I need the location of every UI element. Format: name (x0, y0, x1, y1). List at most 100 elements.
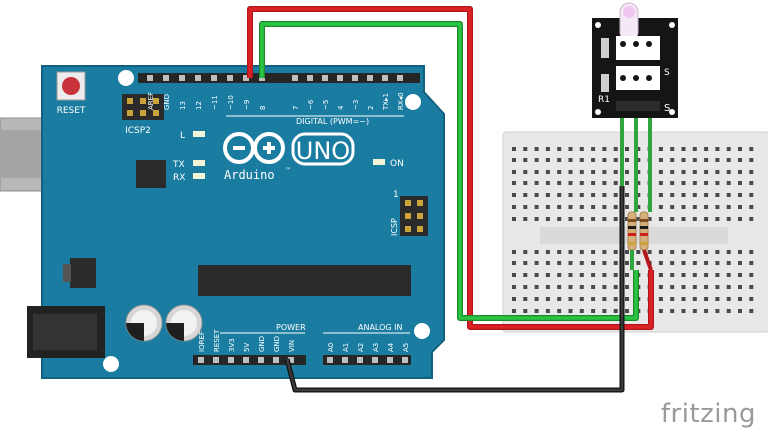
resistor (639, 211, 649, 251)
breadboard-hole (704, 309, 709, 313)
power-pin-label: VIN (288, 340, 296, 352)
microcontroller-chip (198, 265, 411, 296)
reset-label: RESET (57, 106, 86, 116)
breadboard-hole (568, 285, 573, 289)
breadboard-hole (568, 181, 573, 185)
breadboard-hole (557, 217, 562, 221)
breadboard-hole (681, 309, 686, 313)
breadboard-hole (692, 285, 697, 289)
breadboard-hole (658, 273, 663, 277)
breadboard-hole (715, 205, 720, 209)
breadboard-hole (523, 297, 528, 301)
breadboard-hole (512, 297, 516, 301)
power-pin-label: GND (258, 336, 266, 352)
analog-pin (387, 357, 393, 363)
breadboard-hole (602, 285, 607, 289)
usb-chip (136, 160, 166, 188)
digital-pin (322, 75, 328, 81)
analog-pin (372, 357, 378, 363)
breadboard-hole (512, 158, 516, 162)
breadboard-hole (579, 193, 584, 197)
breadboard-hole (704, 250, 709, 254)
breadboard-hole (726, 273, 731, 277)
digital-pin (337, 75, 343, 81)
digital-pin-label: AREF (147, 92, 155, 110)
digital-pin-label: ~9 (243, 100, 251, 110)
breadboard-hole (534, 170, 539, 174)
power-header (193, 355, 306, 365)
breadboard-hole (636, 170, 641, 174)
breadboard-hole (749, 273, 754, 277)
digital-pin-label: 4 (337, 105, 345, 110)
breadboard-hole (704, 205, 709, 209)
breadboard-hole (658, 181, 663, 185)
breadboard-hole (692, 193, 697, 197)
breadboard-hole (670, 285, 675, 289)
breadboard-hole (625, 217, 629, 221)
breadboard-hole (534, 193, 539, 197)
digital-pin-label: ~5 (322, 100, 330, 110)
breadboard-hole (749, 170, 754, 174)
breadboard-hole (512, 193, 516, 197)
breadboard-hole (670, 297, 675, 301)
digital-pin (382, 75, 388, 81)
breadboard-hole (738, 261, 742, 265)
breadboard-hole (591, 158, 596, 162)
breadboard-hole (579, 285, 584, 289)
digital-pin-label: TX▸1 (382, 93, 390, 111)
breadboard-hole (613, 217, 618, 221)
breadboard-hole (591, 217, 596, 221)
breadboard-hole (512, 273, 516, 277)
breadboard-hole (658, 147, 663, 151)
breadboard-hole (738, 158, 742, 162)
breadboard-hole (715, 285, 720, 289)
breadboard-hole (613, 205, 618, 209)
breadboard-hole (715, 309, 720, 313)
breadboard-hole (658, 170, 663, 174)
breadboard-hole (579, 158, 584, 162)
breadboard-hole (670, 217, 675, 221)
digital-pin (352, 75, 358, 81)
breadboard-hole (613, 297, 618, 301)
breadboard-hole (545, 193, 550, 197)
digital-pin-label: 13 (179, 101, 187, 110)
breadboard-hole (636, 250, 641, 254)
breadboard-hole (579, 217, 584, 221)
breadboard-hole (579, 309, 584, 313)
breadboard-hole (613, 170, 618, 174)
breadboard-hole (738, 193, 742, 197)
digital-pin-label: ~10 (227, 95, 235, 110)
power-pin-label: 5V (243, 343, 251, 352)
breadboard-hole (625, 205, 629, 209)
breadboard-hole (715, 261, 720, 265)
breadboard-hole (726, 205, 731, 209)
breadboard-hole (658, 297, 663, 301)
breadboard-hole (692, 205, 697, 209)
breadboard-hole (692, 273, 697, 277)
breadboard-hole (726, 170, 731, 174)
power-pin (213, 357, 219, 363)
power-pin (273, 357, 279, 363)
breadboard-hole (636, 193, 641, 197)
breadboard-hole (602, 261, 607, 265)
breadboard-hole (545, 147, 550, 151)
module-pin-leads (620, 112, 653, 271)
breadboard-hole (557, 309, 562, 313)
breadboard-hole (681, 250, 686, 254)
breadboard-hole (749, 158, 754, 162)
breadboard-hole (715, 273, 720, 277)
uno-logo-text: UNO (296, 137, 350, 165)
breadboard-hole (523, 147, 528, 151)
breadboard-hole (557, 285, 562, 289)
analog-header (323, 355, 411, 365)
breadboard-hole (613, 309, 618, 313)
breadboard-hole (704, 193, 709, 197)
icsp-label: ICSP (390, 218, 399, 236)
breadboard-hole (591, 309, 596, 313)
analog-pin-label: A1 (342, 343, 350, 352)
breadboard-hole (738, 170, 742, 174)
breadboard-hole (557, 147, 562, 151)
breadboard-hole (738, 250, 742, 254)
